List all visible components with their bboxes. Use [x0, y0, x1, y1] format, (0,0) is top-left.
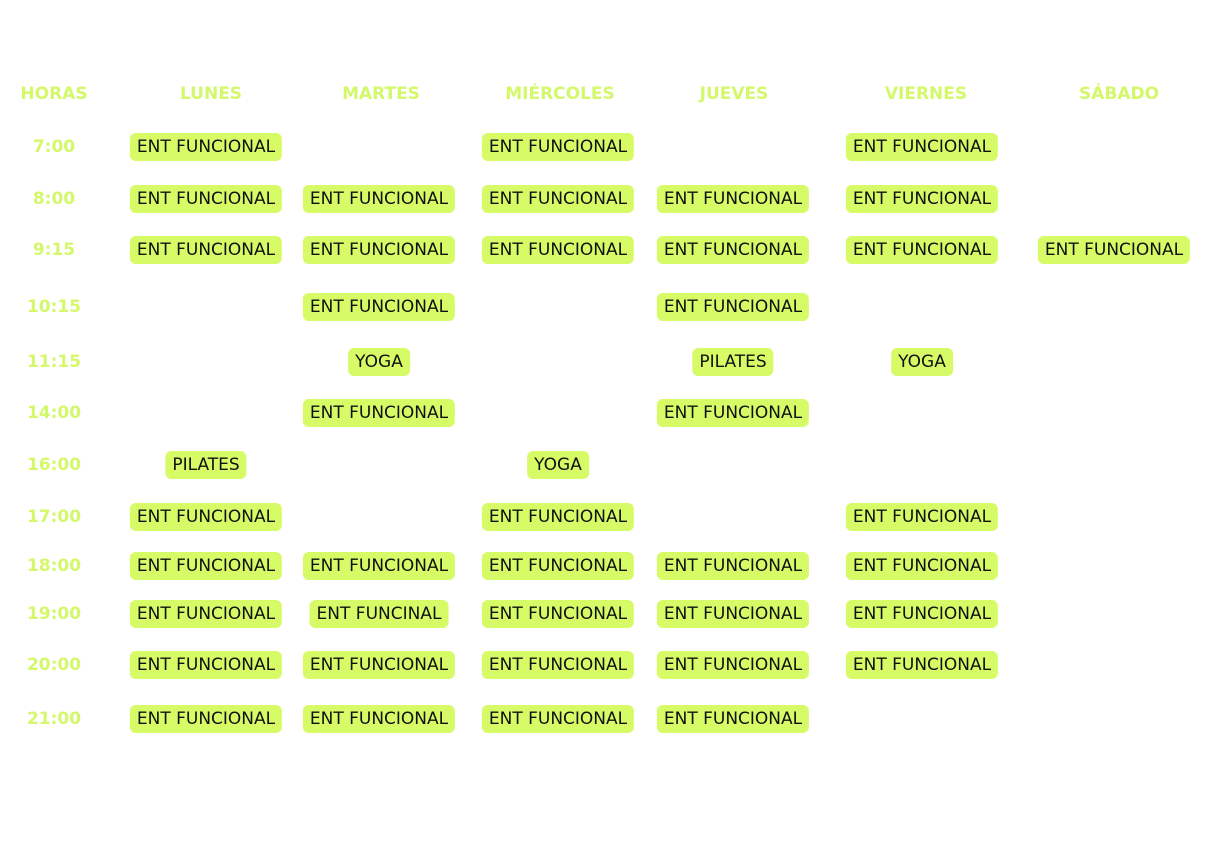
- class-pill[interactable]: ENT FUNCIONAL: [656, 185, 810, 213]
- class-pill[interactable]: ENT FUNCIONAL: [845, 236, 999, 264]
- class-pill[interactable]: YOGA: [527, 451, 589, 479]
- class-pill[interactable]: ENT FUNCIONAL: [845, 552, 999, 580]
- class-pill[interactable]: ENT FUNCIONAL: [656, 293, 810, 321]
- class-pill[interactable]: ENT FUNCIONAL: [129, 600, 283, 628]
- time-label: 9:15: [32, 240, 76, 260]
- class-pill[interactable]: ENT FUNCIONAL: [656, 651, 810, 679]
- class-pill[interactable]: ENT FUNCIONAL: [656, 600, 810, 628]
- class-pill[interactable]: ENT FUNCIONAL: [129, 236, 283, 264]
- time-label: 18:00: [26, 556, 82, 576]
- class-pill[interactable]: PILATES: [692, 348, 774, 376]
- class-pill[interactable]: ENT FUNCIONAL: [302, 185, 456, 213]
- class-pill[interactable]: ENT FUNCIONAL: [481, 600, 635, 628]
- class-pill[interactable]: ENT FUNCIONAL: [302, 651, 456, 679]
- class-pill[interactable]: ENT FUNCIONAL: [481, 236, 635, 264]
- class-pill[interactable]: ENT FUNCIONAL: [845, 185, 999, 213]
- class-pill[interactable]: ENT FUNCIONAL: [656, 552, 810, 580]
- class-pill[interactable]: YOGA: [348, 348, 410, 376]
- class-pill[interactable]: PILATES: [165, 451, 247, 479]
- time-label: 16:00: [26, 455, 82, 475]
- class-pill[interactable]: ENT FUNCIONAL: [481, 133, 635, 161]
- class-pill[interactable]: ENT FUNCIONAL: [302, 705, 456, 733]
- class-pill[interactable]: ENT FUNCIONAL: [845, 133, 999, 161]
- class-pill[interactable]: ENT FUNCIONAL: [481, 651, 635, 679]
- class-pill[interactable]: ENT FUNCIONAL: [656, 236, 810, 264]
- class-pill[interactable]: ENT FUNCIONAL: [845, 600, 999, 628]
- time-label: 17:00: [26, 507, 82, 527]
- class-pill[interactable]: ENT FUNCINAL: [309, 600, 449, 628]
- class-pill[interactable]: ENT FUNCIONAL: [481, 552, 635, 580]
- time-label: 21:00: [26, 709, 82, 729]
- class-pill[interactable]: ENT FUNCIONAL: [481, 185, 635, 213]
- time-label: 20:00: [26, 655, 82, 675]
- class-pill[interactable]: ENT FUNCIONAL: [302, 399, 456, 427]
- class-pill[interactable]: ENT FUNCIONAL: [302, 552, 456, 580]
- header-horas: HORAS: [20, 84, 88, 104]
- class-pill[interactable]: ENT FUNCIONAL: [845, 651, 999, 679]
- header-viernes: VIERNES: [884, 84, 968, 104]
- class-pill[interactable]: ENT FUNCIONAL: [1037, 236, 1191, 264]
- class-pill[interactable]: ENT FUNCIONAL: [302, 293, 456, 321]
- time-label: 11:15: [26, 352, 82, 372]
- class-pill[interactable]: ENT FUNCIONAL: [129, 185, 283, 213]
- header-lunes: LUNES: [179, 84, 243, 104]
- class-pill[interactable]: ENT FUNCIONAL: [481, 705, 635, 733]
- class-pill[interactable]: ENT FUNCIONAL: [656, 399, 810, 427]
- class-pill[interactable]: ENT FUNCIONAL: [302, 236, 456, 264]
- time-label: 10:15: [26, 297, 82, 317]
- class-pill[interactable]: YOGA: [891, 348, 953, 376]
- class-pill[interactable]: ENT FUNCIONAL: [129, 133, 283, 161]
- class-pill[interactable]: ENT FUNCIONAL: [129, 552, 283, 580]
- class-pill[interactable]: ENT FUNCIONAL: [656, 705, 810, 733]
- time-label: 19:00: [26, 604, 82, 624]
- class-pill[interactable]: ENT FUNCIONAL: [129, 503, 283, 531]
- time-label: 7:00: [32, 137, 76, 157]
- time-label: 8:00: [32, 189, 76, 209]
- header-martes: MARTES: [342, 84, 420, 104]
- class-pill[interactable]: ENT FUNCIONAL: [481, 503, 635, 531]
- time-label: 14:00: [26, 403, 82, 423]
- class-pill[interactable]: ENT FUNCIONAL: [845, 503, 999, 531]
- header-jueves: JUEVES: [699, 84, 769, 104]
- class-pill[interactable]: ENT FUNCIONAL: [129, 705, 283, 733]
- class-pill[interactable]: ENT FUNCIONAL: [129, 651, 283, 679]
- header-miércoles: MIÉRCOLES: [505, 84, 615, 104]
- header-sábado: SÁBADO: [1078, 84, 1160, 104]
